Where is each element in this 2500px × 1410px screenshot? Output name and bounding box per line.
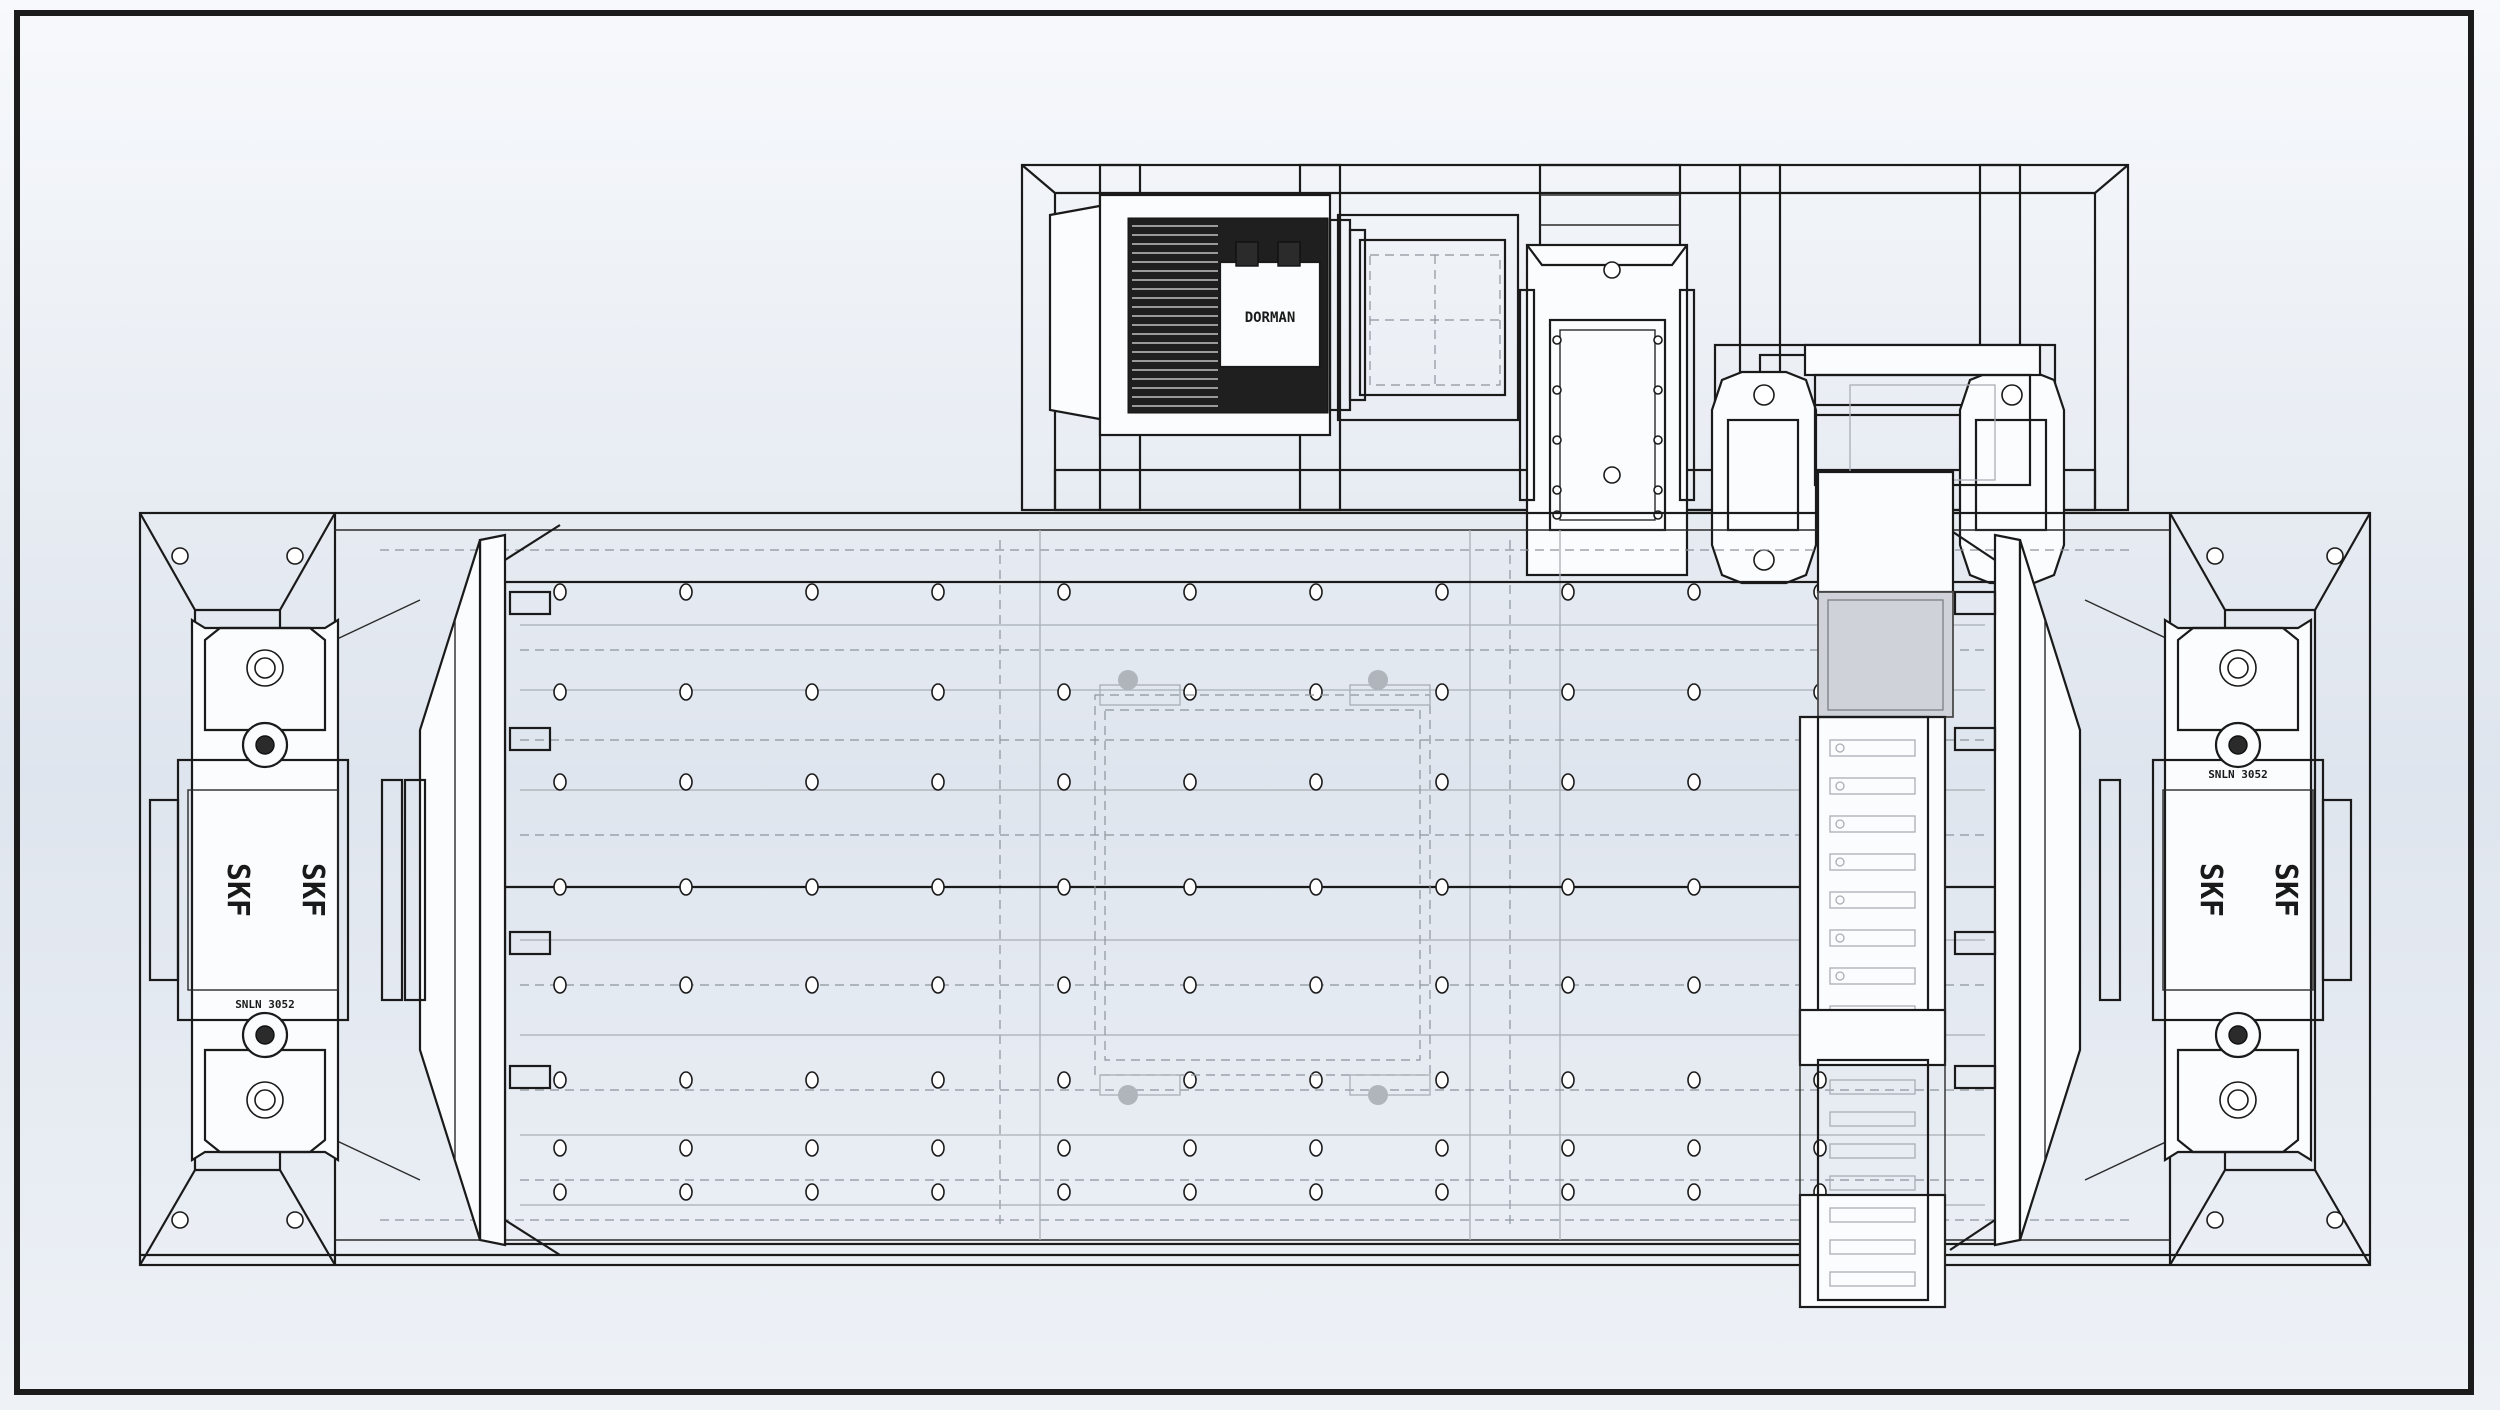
drawing-border xyxy=(14,10,2474,1395)
right-bearing-housing: SKF SKF SNLN 3052 xyxy=(2098,618,2353,1162)
coupling-guard xyxy=(1336,213,1520,422)
right-pedestal xyxy=(2084,512,2371,1266)
left-drum-flange xyxy=(403,524,561,1256)
right-bearing-code: SNLN 3052 xyxy=(2208,768,2268,781)
left-bearing-code: SNLN 3052 xyxy=(235,998,295,1011)
left-bearing-brand-b: SKF xyxy=(295,863,330,917)
left-bearing-housing: SKF SKF SNLN 3052 xyxy=(148,618,404,1162)
left-bearing-brand-a: SKF xyxy=(220,863,255,917)
right-bearing-brand-b: SKF xyxy=(2268,863,2303,917)
right-drum-flange xyxy=(1949,529,2082,1251)
right-bearing-brand-a: SKF xyxy=(2193,863,2228,917)
motor-brand-label: DORMAN xyxy=(1245,310,1296,326)
electric-motor: DORMAN xyxy=(1048,193,1367,437)
gearbox xyxy=(1518,243,1696,577)
discharge-chute xyxy=(1798,343,2042,1309)
